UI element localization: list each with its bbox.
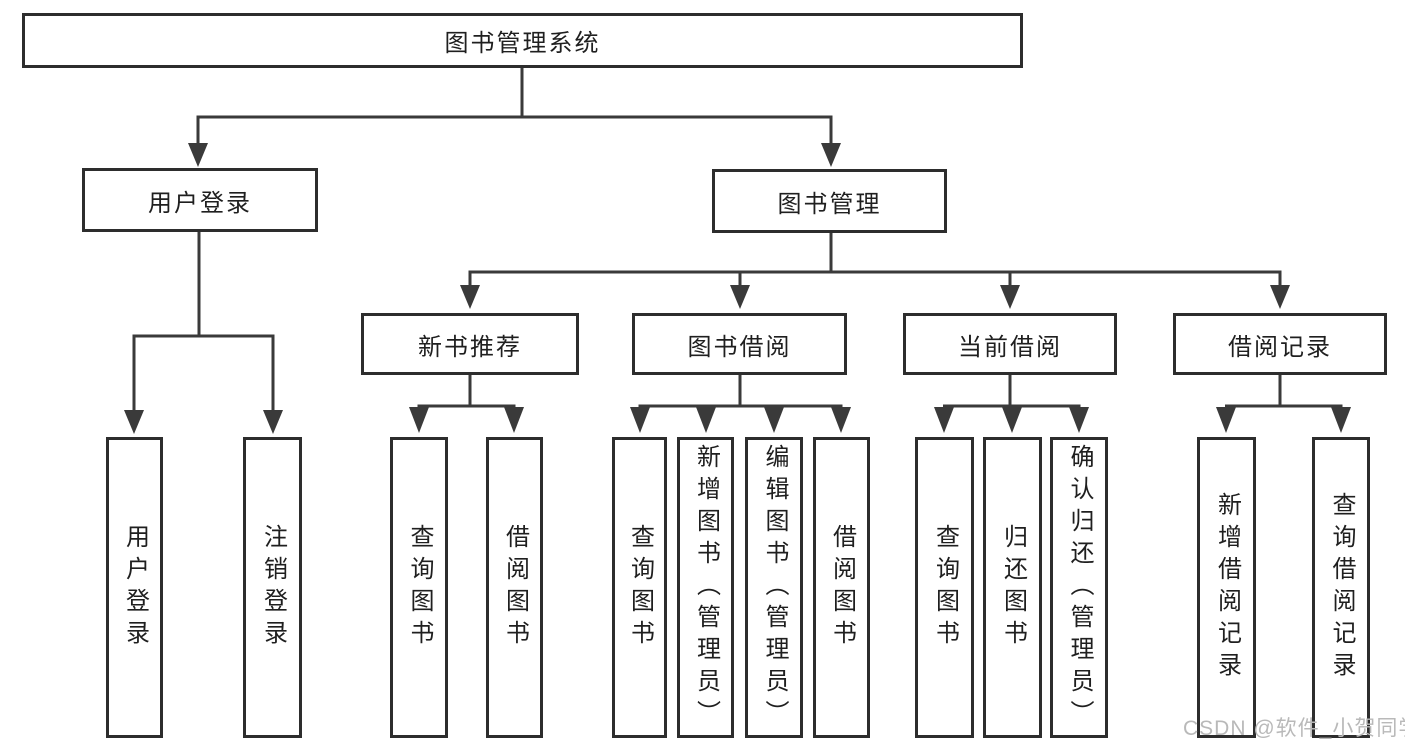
arrowhead — [263, 410, 283, 434]
arrowhead — [1000, 285, 1020, 309]
node-recommend-query-books-label: 查询图书 — [406, 523, 433, 652]
watermark-csdn: CSDN @软件_小贺同学 — [1183, 717, 1405, 740]
arrowhead — [696, 407, 716, 433]
node-login: 用户登录 — [106, 437, 163, 738]
node-current-return-books: 归还图书 — [983, 437, 1042, 738]
node-borrow-query-books: 查询图书 — [612, 437, 667, 738]
arrowhead — [934, 407, 954, 433]
connectors-root — [188, 68, 841, 167]
node-borrow-records: 借阅记录 — [1173, 313, 1387, 375]
connectors-borrow-records — [1216, 375, 1351, 433]
connectors-book-borrow — [630, 375, 851, 433]
arrowhead — [764, 407, 784, 433]
connectors-user-login — [124, 232, 283, 434]
node-login-label: 用户登录 — [121, 523, 149, 652]
node-current-borrow: 当前借阅 — [903, 313, 1117, 375]
connectors-new-book-recommend — [409, 375, 524, 433]
node-recommend-borrow-books-label: 借阅图书 — [501, 523, 529, 652]
connectors-book-management — [460, 233, 1290, 309]
arrowhead — [1002, 407, 1022, 433]
node-borrow-add-books-admin-label: 新增图书（管理员） — [692, 443, 720, 732]
arrowhead — [1069, 407, 1089, 433]
arrowhead — [1216, 407, 1236, 433]
node-logout: 注销登录 — [243, 437, 302, 738]
arrowhead — [831, 407, 851, 433]
node-current-confirm-return-admin-label: 确认归还（管理员） — [1066, 443, 1093, 732]
node-borrow-borrow-books-label: 借阅图书 — [828, 523, 856, 652]
node-borrow-edit-books-admin-label: 编辑图书（管理员） — [761, 443, 788, 732]
node-recommend-query-books: 查询图书 — [390, 437, 448, 738]
arrowhead — [821, 143, 841, 167]
node-records-query-record: 查询借阅记录 — [1312, 437, 1370, 738]
node-records-query-record-label: 查询借阅记录 — [1328, 491, 1355, 684]
arrowhead — [460, 285, 480, 309]
connectors-current-borrow — [934, 375, 1089, 433]
node-current-query-books: 查询图书 — [915, 437, 974, 738]
arrowhead — [504, 407, 524, 433]
node-book-borrow: 图书借阅 — [632, 313, 847, 375]
arrowhead — [124, 410, 144, 434]
arrowhead — [409, 407, 429, 433]
node-records-add-record-label: 新增借阅记录 — [1213, 491, 1241, 684]
node-borrow-edit-books-admin: 编辑图书（管理员） — [745, 437, 803, 738]
node-current-query-books-label: 查询图书 — [931, 523, 959, 652]
arrowhead — [188, 143, 208, 167]
arrowhead — [730, 285, 750, 309]
node-logout-label: 注销登录 — [259, 523, 287, 652]
node-current-return-books-label: 归还图书 — [999, 523, 1027, 652]
node-records-add-record: 新增借阅记录 — [1197, 437, 1256, 738]
node-recommend-borrow-books: 借阅图书 — [486, 437, 543, 738]
node-borrow-borrow-books: 借阅图书 — [813, 437, 870, 738]
node-user-login: 用户登录 — [82, 168, 318, 232]
node-new-book-recommend: 新书推荐 — [361, 313, 579, 375]
node-borrow-add-books-admin: 新增图书（管理员） — [677, 437, 734, 738]
node-borrow-query-books-label: 查询图书 — [626, 523, 654, 652]
node-current-confirm-return-admin: 确认归还（管理员） — [1050, 437, 1108, 738]
arrowhead — [1331, 407, 1351, 433]
arrowhead — [630, 407, 650, 433]
arrowhead — [1270, 285, 1290, 309]
node-root: 图书管理系统 — [22, 13, 1023, 68]
node-book-management: 图书管理 — [712, 169, 947, 233]
